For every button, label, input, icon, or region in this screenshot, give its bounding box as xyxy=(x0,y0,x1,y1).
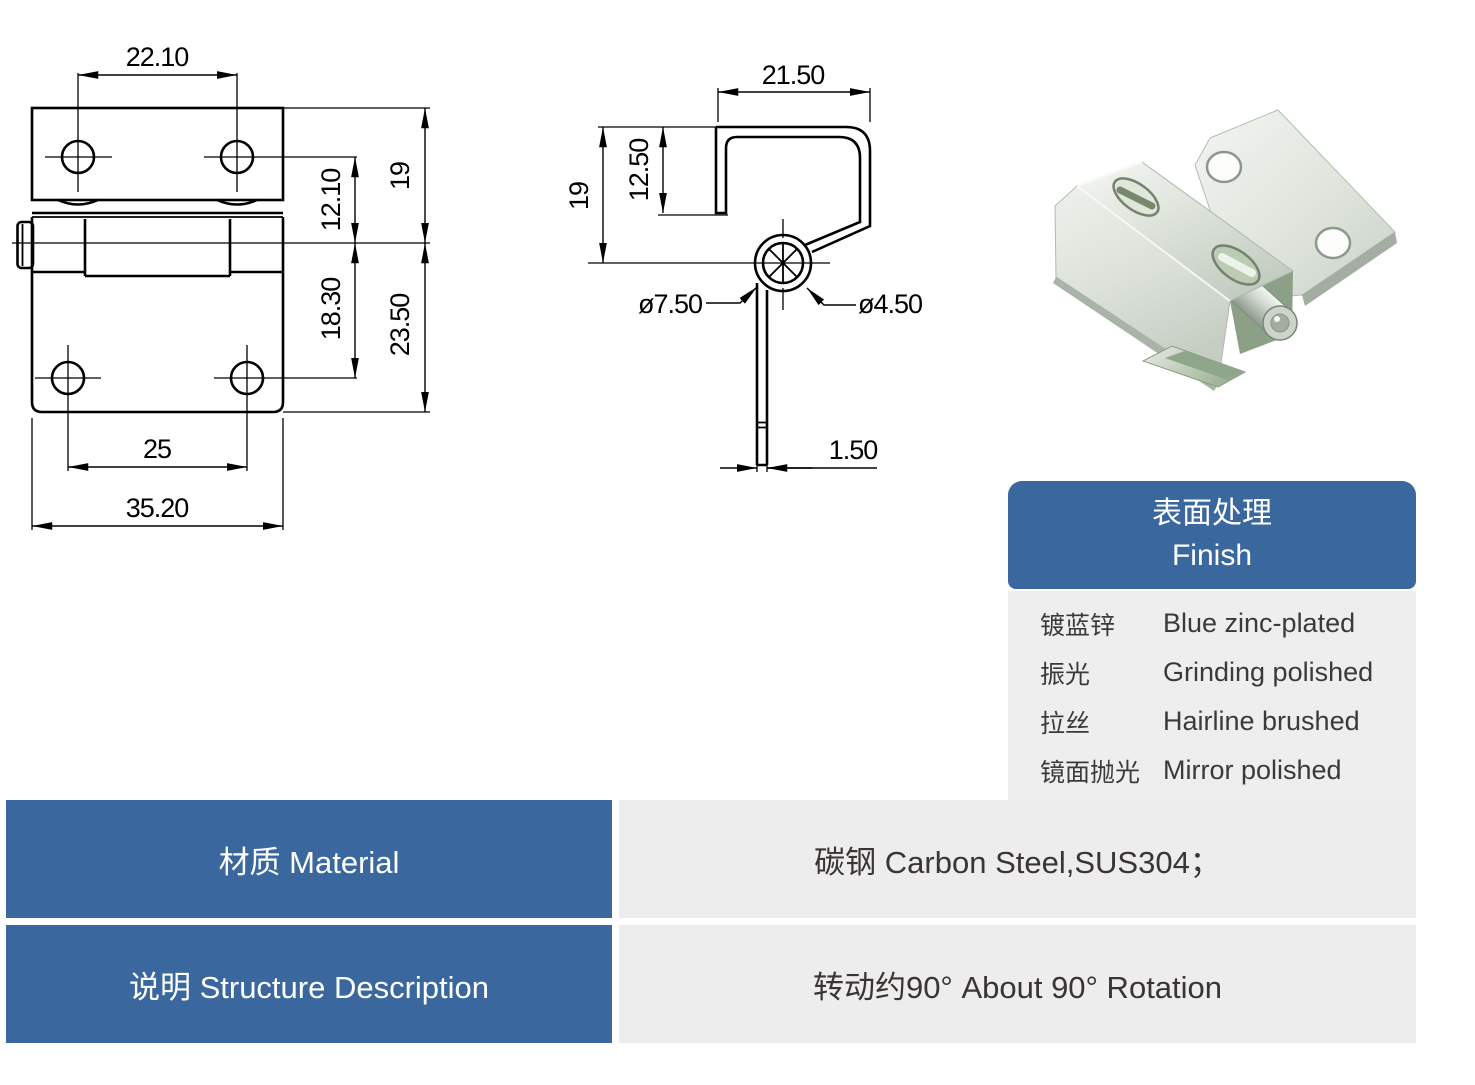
dimension-label: 12.50 xyxy=(624,139,654,202)
finish-en: Mirror polished xyxy=(1163,755,1342,785)
finish-en: Hairline brushed xyxy=(1163,706,1360,736)
side-view-drawing: 21.50 12.50 19 ø7.50 ø4.50 1.50 xyxy=(564,60,923,472)
spec-value-material: 碳钢 Carbon Steel,SUS304； xyxy=(619,800,1416,918)
finish-row: 镀蓝锌 Blue zinc-plated xyxy=(1008,599,1416,648)
front-bottom-leaf xyxy=(30,272,285,414)
pin-head xyxy=(16,220,35,270)
spec-label-structure: 说明 Structure Description xyxy=(6,925,612,1043)
finish-header-zh: 表面处理 xyxy=(1152,497,1272,530)
photo-bottom-hook xyxy=(1141,345,1247,388)
dimension-label: 22.10 xyxy=(126,42,189,72)
finish-zh: 拉丝 xyxy=(1040,709,1091,738)
finish-table-header: 表面处理 Finish xyxy=(1008,481,1416,589)
spec-table: 材质 Material 碳钢 Carbon Steel,SUS304； 说明 S… xyxy=(6,800,1416,1050)
finish-en: Grinding polished xyxy=(1163,657,1374,687)
finish-header-en: Finish xyxy=(1171,539,1253,572)
dimension-label: 19 xyxy=(564,182,594,210)
finish-zh: 振光 xyxy=(1040,660,1091,689)
finish-zh: 镜面抛光 xyxy=(1040,758,1141,787)
spec-row-structure: 说明 Structure Description 转动约90° About 90… xyxy=(6,925,1416,1043)
cad-drawings: 22.10 19 12.10 18.30 23.50 25 35.20 xyxy=(12,42,923,530)
spec-row-material: 材质 Material 碳钢 Carbon Steel,SUS304； xyxy=(6,800,1416,918)
finish-zh: 镀蓝锌 xyxy=(1040,611,1116,640)
dimension-label: 18.30 xyxy=(316,278,346,341)
dimension-label: 19 xyxy=(385,162,415,190)
finish-en: Blue zinc-plated xyxy=(1163,608,1356,638)
front-view-drawing: 22.10 19 12.10 18.30 23.50 25 35.20 xyxy=(12,42,430,530)
spec-value-structure: 转动约90° About 90° Rotation xyxy=(619,925,1416,1043)
countersink-arc-right xyxy=(216,198,258,206)
front-top-leaf xyxy=(30,106,285,202)
photo-hole xyxy=(1205,150,1243,184)
dimension-label: 21.50 xyxy=(762,60,825,90)
dimension-label: 25 xyxy=(143,434,171,464)
finish-table-body: 镀蓝锌 Blue zinc-plated 振光 Grinding polishe… xyxy=(1008,591,1416,803)
finish-row: 拉丝 Hairline brushed xyxy=(1008,697,1416,746)
product-photo xyxy=(1053,109,1397,391)
dimension-label: 23.50 xyxy=(385,294,415,357)
finish-row: 镜面抛光 Mirror polished xyxy=(1008,746,1416,795)
countersink-arc-left xyxy=(57,198,99,206)
dimension-label: ø4.50 xyxy=(858,289,922,319)
dimension-label: 1.50 xyxy=(829,435,878,465)
photo-hole xyxy=(1314,226,1352,260)
dimension-label: 12.10 xyxy=(316,169,346,232)
spec-label-material: 材质 Material xyxy=(6,800,612,918)
dimension-label: ø7.50 xyxy=(638,289,702,319)
finish-table: 表面处理 Finish 镀蓝锌 Blue zinc-plated 振光 Grin… xyxy=(1008,481,1416,803)
dimension-label: 35.20 xyxy=(126,493,189,523)
finish-row: 振光 Grinding polished xyxy=(1008,648,1416,697)
